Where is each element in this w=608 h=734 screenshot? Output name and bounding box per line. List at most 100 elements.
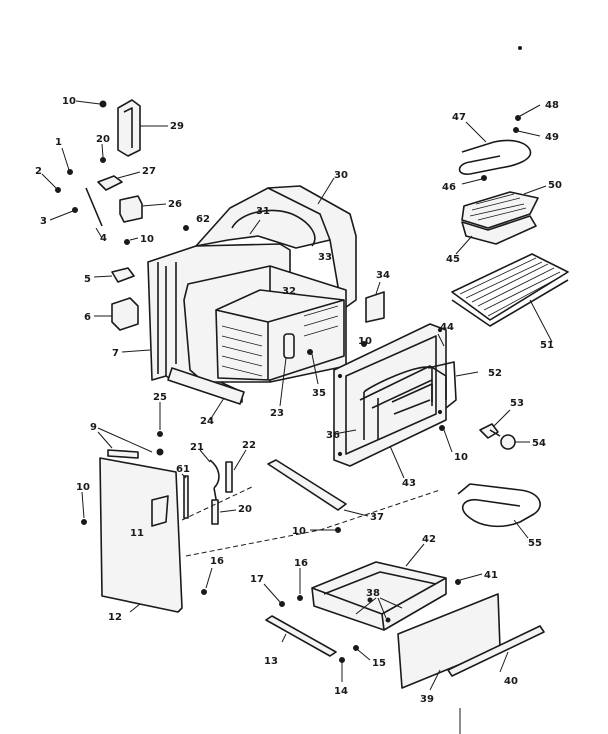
door-handle-9 [97, 431, 139, 459]
callout-26: 26 [168, 199, 182, 210]
callout-46: 46 [442, 182, 456, 193]
sensor-35 [307, 349, 319, 385]
callout-2: 2 [35, 166, 42, 177]
hinge-20 [211, 499, 237, 525]
callout-50: 50 [548, 180, 562, 191]
clip-36 [333, 429, 357, 435]
callout-27: 27 [142, 166, 156, 177]
oven-wrapper-30 [195, 177, 357, 311]
screw-16-drawer [297, 568, 303, 601]
callout-16-drawer: 16 [294, 558, 308, 569]
callout-9: 9 [90, 422, 97, 433]
callout-51: 51 [540, 340, 554, 351]
screw-1 [61, 147, 73, 175]
door-stop-25 [156, 402, 164, 456]
callout-10-left: 10 [76, 482, 90, 493]
callout-33: 33 [318, 252, 332, 263]
callout-53: 53 [510, 398, 524, 409]
screw-20-top [100, 143, 106, 163]
callout-45: 45 [446, 254, 460, 265]
screw-2 [41, 173, 61, 193]
bottom-trim-24 [167, 367, 245, 421]
callout-17: 17 [250, 574, 264, 585]
alignment-line-1 [185, 489, 441, 557]
drawer-rollers-38 [355, 597, 403, 623]
screw-48 [515, 104, 541, 121]
callout-12: 12 [108, 612, 122, 623]
callout-43: 43 [402, 478, 416, 489]
screw-49 [513, 127, 541, 137]
lamp-bulb-54 [489, 429, 530, 450]
callout-11: 11 [130, 528, 144, 539]
callout-13: 13 [264, 656, 278, 667]
door-gasket-52 [427, 361, 479, 409]
oven-rack-51 [451, 253, 569, 343]
hinge-61 [181, 473, 189, 519]
callout-36: 36 [326, 430, 340, 441]
callout-32: 32 [282, 286, 296, 297]
bracket-29 [117, 99, 168, 157]
oven-door-12 [97, 427, 183, 613]
screw-10-top [75, 100, 107, 108]
callout-40: 40 [504, 676, 518, 687]
door-liner-43 [333, 323, 447, 479]
callout-52: 52 [488, 368, 502, 379]
callout-6: 6 [84, 312, 91, 323]
callout-49: 49 [545, 132, 559, 143]
callout-22: 22 [242, 440, 256, 451]
callout-55: 55 [528, 538, 542, 549]
callout-10-lamp: 10 [454, 452, 468, 463]
callout-3: 3 [40, 216, 47, 227]
callout-16: 16 [210, 556, 224, 567]
screw-10-trim [310, 527, 341, 533]
callout-38: 38 [366, 588, 380, 599]
insulation-34 [365, 281, 385, 323]
screw-17 [263, 583, 285, 607]
bracket-6 [94, 297, 139, 331]
drawer-42 [311, 543, 447, 631]
screw-10-mid [124, 237, 139, 245]
callout-10-door: 10 [358, 336, 372, 347]
alignment-line-2 [181, 485, 255, 521]
callout-1: 1 [55, 137, 62, 148]
lamp-socket-53 [479, 409, 511, 439]
door-seal-44 [359, 333, 447, 440]
callout-5: 5 [84, 274, 91, 285]
screw-15 [353, 645, 371, 661]
element-31 [249, 219, 261, 235]
rod-23 [279, 333, 295, 407]
callout-21: 21 [190, 442, 204, 453]
callout-35: 35 [312, 388, 326, 399]
callout-labels: 10 29 1 20 27 2 26 3 4 62 10 5 6 7 30 31… [35, 96, 562, 705]
callout-61: 61 [176, 464, 190, 475]
callout-37: 37 [370, 512, 384, 523]
callout-34: 34 [376, 270, 390, 281]
callout-20-hinge: 20 [238, 504, 252, 515]
callout-42: 42 [422, 534, 436, 545]
callout-41: 41 [484, 570, 498, 581]
broil-element-47 [458, 121, 532, 175]
door-screws [81, 491, 213, 595]
callout-14: 14 [334, 686, 348, 697]
callout-10-mid: 10 [140, 234, 154, 245]
bracket-26 [119, 195, 167, 223]
screw-3 [49, 207, 78, 221]
drawer-trim-40 [447, 625, 545, 677]
callout-25: 25 [153, 392, 167, 403]
screw-46 [461, 175, 487, 185]
vent-trim-37 [267, 459, 369, 517]
hinge-22 [225, 449, 247, 493]
callout-29: 29 [170, 121, 184, 132]
callout-62: 62 [196, 214, 210, 225]
callout-44: 44 [440, 322, 454, 333]
clip-27 [97, 171, 141, 191]
screw-41 [455, 573, 483, 585]
broiler-pan-liner-32 [215, 289, 345, 381]
callout-10-trim: 10 [292, 526, 306, 537]
callout-15: 15 [372, 658, 386, 669]
callout-4: 4 [100, 233, 107, 244]
callout-30: 30 [334, 170, 348, 181]
callout-47: 47 [452, 112, 466, 123]
screw-14 [339, 657, 345, 682]
